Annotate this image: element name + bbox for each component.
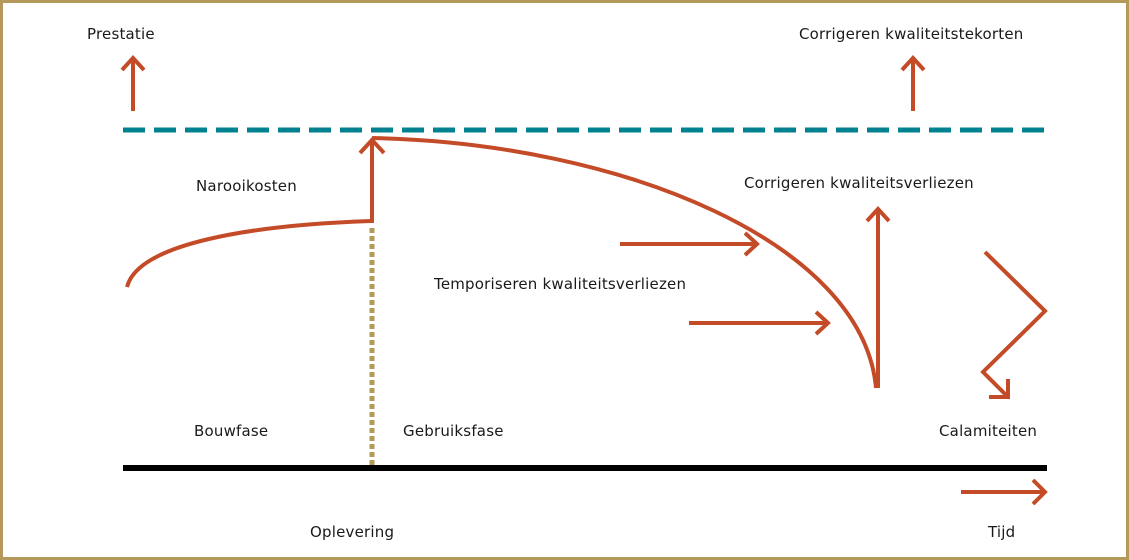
label-calamiteiten: Calamiteiten <box>939 422 1038 440</box>
corrigeren-tekorten-up-arrow <box>900 55 926 111</box>
label-oplevering: Oplevering <box>310 523 395 541</box>
label-narooikosten: Narooikosten <box>196 177 297 195</box>
label-corrigeren-verliezen: Corrigeren kwaliteitsverliezen <box>744 174 974 192</box>
gebruiksfase-decline-curve <box>371 136 878 389</box>
calamiteiten-zigzag-arrow <box>980 250 1048 399</box>
oplevering-up-arrow <box>358 137 386 223</box>
temporiseren-arrow-2 <box>689 310 831 336</box>
label-gebruiksfase: Gebruiksfase <box>403 422 504 440</box>
diagram-canvas <box>120 55 1048 506</box>
label-bouwfase: Bouwfase <box>194 422 269 440</box>
temporiseren-arrow-1 <box>620 231 760 257</box>
corrigeren-verliezen-up-arrow <box>865 206 891 388</box>
label-temporiseren: Temporiseren kwaliteitsverliezen <box>434 275 687 293</box>
label-prestatie: Prestatie <box>87 25 155 43</box>
bouwfase-curve <box>125 219 372 288</box>
label-tijd: Tijd <box>988 523 1016 541</box>
label-corrigeren-tekorten: Corrigeren kwaliteitstekorten <box>799 25 1024 43</box>
tijd-arrow <box>961 478 1048 506</box>
prestatie-up-arrow <box>120 55 146 111</box>
